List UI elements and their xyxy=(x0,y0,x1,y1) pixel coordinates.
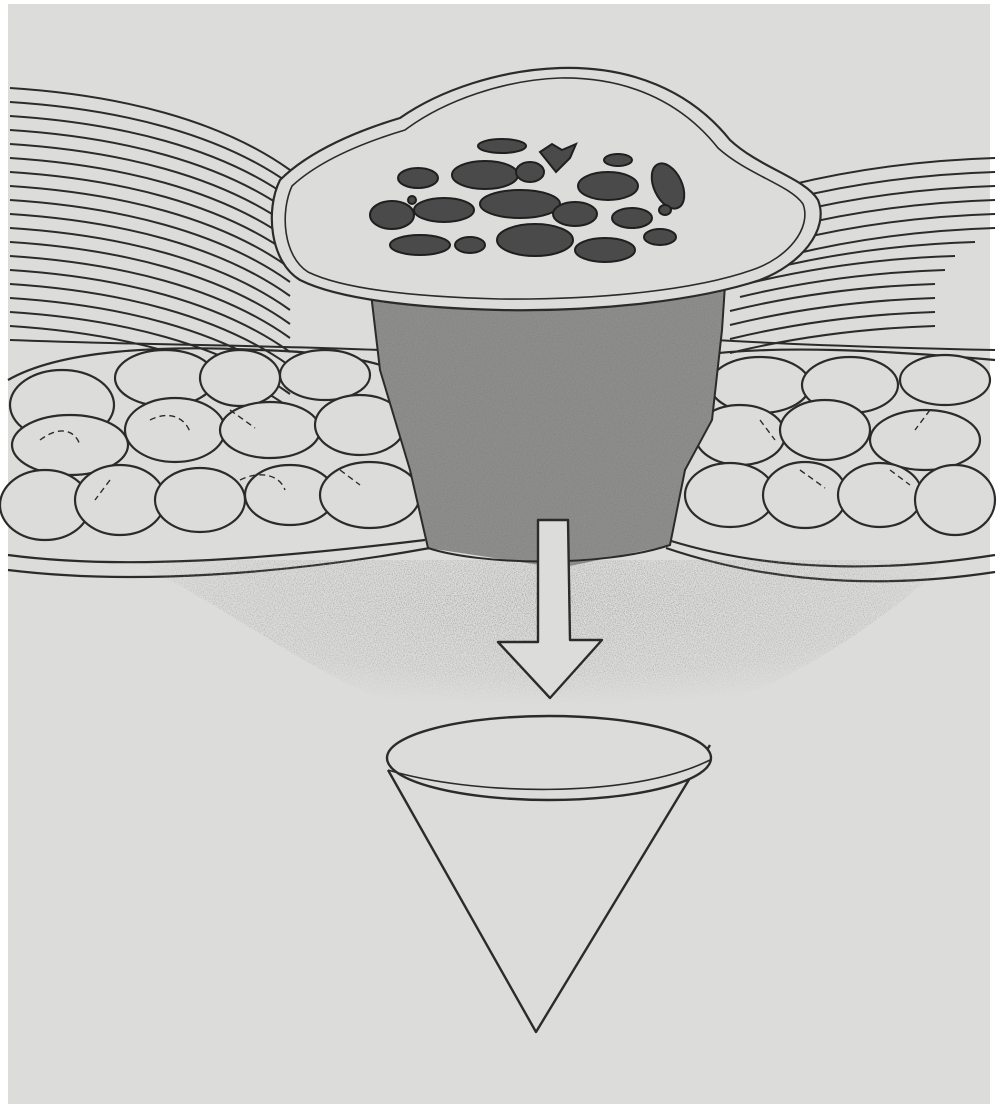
pencil-sketch xyxy=(0,0,998,1108)
sketch-frame xyxy=(0,0,998,1108)
